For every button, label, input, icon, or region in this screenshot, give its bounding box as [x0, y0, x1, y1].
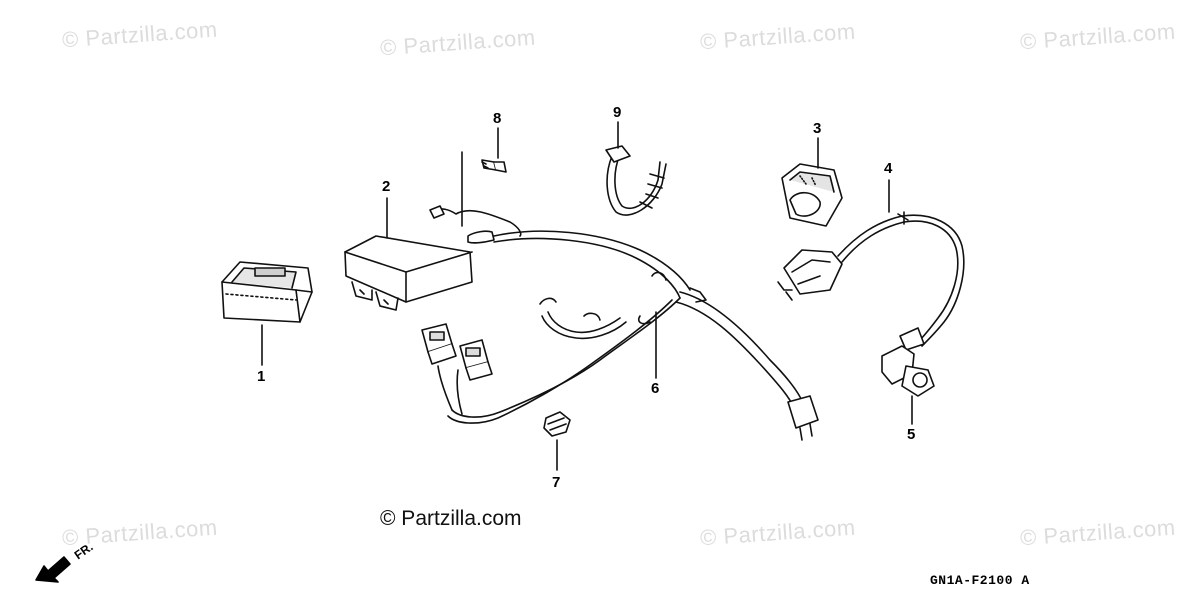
callout-5: 5: [907, 426, 916, 443]
callout-1: 1: [257, 368, 266, 385]
callout-6: 6: [651, 380, 660, 397]
callout-9: 9: [613, 104, 622, 121]
partzilla-credit: © Partzilla.com: [380, 507, 522, 530]
part-2-ecu[interactable]: [344, 235, 473, 311]
harness-connector-c[interactable]: [787, 395, 819, 441]
harness-connector-b[interactable]: [459, 339, 493, 381]
callout-8: 8: [493, 110, 502, 127]
callout-3: 3: [813, 120, 822, 137]
part-8-bolt[interactable]: [481, 159, 507, 173]
part-1-cover[interactable]: [221, 261, 313, 323]
part-9-band[interactable]: [605, 145, 667, 216]
harness-connector-a[interactable]: [421, 323, 457, 365]
callout-4: 4: [884, 160, 893, 177]
part-5-plug-cap[interactable]: [881, 327, 935, 397]
callout-7: 7: [552, 474, 561, 491]
part-4-ignition-coil[interactable]: [777, 211, 965, 347]
part-3-holder[interactable]: [781, 163, 843, 227]
part-7-clip[interactable]: [543, 411, 571, 437]
part-6-main-harness[interactable]: [437, 230, 805, 424]
arrow-down-left-icon: [35, 556, 71, 583]
diagram-code: GN1A-F2100 A: [930, 573, 1030, 588]
callout-2: 2: [382, 178, 391, 195]
ground-wire[interactable]: [429, 205, 522, 244]
